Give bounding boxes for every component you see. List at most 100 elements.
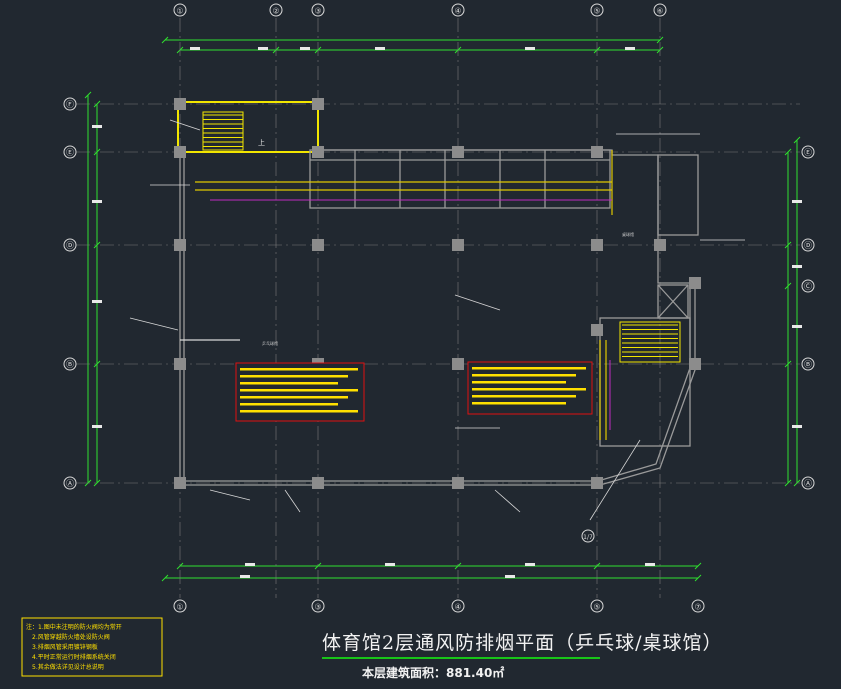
- note-text-line: [240, 396, 348, 399]
- axis-bubble-right: [801, 357, 815, 371]
- dimension-tick: [93, 360, 101, 368]
- axis-bubble-bottom: [691, 599, 705, 613]
- column: [312, 98, 324, 110]
- dimension-tick: [93, 100, 101, 108]
- note-text-line: [240, 375, 348, 378]
- axis-label-bottom: ⑤: [593, 603, 600, 612]
- dimension-text: [792, 325, 802, 328]
- column: [591, 239, 603, 251]
- dimension-text: [792, 265, 802, 268]
- dimension-tick: [793, 136, 801, 144]
- dimension-text: [300, 47, 310, 50]
- note-text-line: [240, 382, 338, 385]
- dimension-text: [245, 563, 255, 566]
- dimension-text: [375, 47, 385, 50]
- axis-bubble-left: [63, 238, 77, 252]
- note-text-line: [240, 389, 358, 392]
- floor-area: 本层建筑面积：881.40㎡: [362, 666, 505, 680]
- axis-label-top: ①: [176, 7, 183, 16]
- axis-label-top: ②: [272, 7, 279, 16]
- note-line-2: 2.风管穿越防火墙处设防火阀: [32, 633, 110, 641]
- duct-branches: [210, 199, 612, 430]
- column: [654, 239, 666, 251]
- axis-bubble-top: [311, 3, 325, 17]
- dimension-text: [792, 425, 802, 428]
- column: [174, 477, 186, 489]
- axis-label-left: Ⓑ: [66, 360, 74, 369]
- note-line-3: 3.排烟风管采用镀锌钢板: [32, 643, 98, 651]
- dimension-tick: [161, 574, 169, 582]
- column: [591, 146, 603, 158]
- dimension-text: [92, 200, 102, 203]
- note-text-line: [240, 410, 358, 413]
- dimension-text: [92, 125, 102, 128]
- column: [312, 146, 324, 158]
- column: [591, 324, 603, 336]
- column: [312, 239, 324, 251]
- note-text-line: [240, 403, 338, 406]
- dimension-tick: [161, 36, 169, 44]
- axis-label-bottom: ①: [176, 603, 183, 612]
- dimension-text: [645, 563, 655, 566]
- axis-label-top: ⑤: [593, 7, 600, 16]
- column: [591, 477, 603, 489]
- column: [174, 358, 186, 370]
- note-text-line: [472, 402, 566, 405]
- dimension-tick: [784, 360, 792, 368]
- dimension-tick: [656, 36, 664, 44]
- dimension-tick: [93, 479, 101, 487]
- column: [689, 277, 701, 289]
- axis-label-bottom: ③: [314, 603, 321, 612]
- axis-bubble-top: [451, 3, 465, 17]
- note-text-line: [472, 374, 576, 377]
- dimension-text: [385, 563, 395, 566]
- structural-columns: [174, 98, 701, 489]
- axis-label-left: Ⓓ: [66, 241, 74, 250]
- dimension-text: [505, 575, 515, 578]
- dimension-text: [92, 300, 102, 303]
- note-line-4: 4.平时正常运行时排烟系统关闭: [32, 653, 116, 661]
- column: [689, 358, 701, 370]
- note-text-line: [472, 367, 586, 370]
- column: [312, 477, 324, 489]
- axis-bubble-right: [801, 476, 815, 490]
- note-box-left: [235, 362, 365, 422]
- stairs: [202, 111, 681, 363]
- general-notes-box: 注：1.图中未注明的防火阀均为常开 2.风管穿越防火墙处设防火阀 3.排烟风管采…: [21, 617, 163, 677]
- dimension-tick: [84, 91, 92, 99]
- room-label-side: 桌球馆: [622, 231, 634, 237]
- axis-bubble-top: [590, 3, 604, 17]
- dimension-text: [525, 563, 535, 566]
- axis-label-top: ③: [314, 7, 321, 16]
- axis-label-extra: 1/7: [583, 534, 593, 541]
- axis-label-top: ④: [454, 7, 461, 16]
- note-line-1: 注：1.图中未注明的防火阀均为常开: [26, 623, 122, 631]
- dimension-text: [190, 47, 200, 50]
- axis-label-bottom: ④: [454, 603, 461, 612]
- dimension-tick: [784, 479, 792, 487]
- axis-bubble-right: [801, 279, 815, 293]
- column: [174, 146, 186, 158]
- column: [452, 358, 464, 370]
- column: [452, 477, 464, 489]
- axis-bubble-bottom: [590, 599, 604, 613]
- dimension-text: [92, 425, 102, 428]
- dimension-lines: [84, 36, 802, 582]
- dimension-tick: [784, 241, 792, 249]
- axis-bubble-top: [269, 3, 283, 17]
- axis-label-right: Ⓒ: [804, 282, 812, 291]
- axis-bubble-left: [63, 97, 77, 111]
- axis-bubble-left: [63, 476, 77, 490]
- axis-bubble-extra: [581, 529, 595, 543]
- column: [452, 239, 464, 251]
- axis-label-right: Ⓓ: [804, 241, 812, 250]
- building-outline: [177, 101, 699, 486]
- axis-bubble-top: [653, 3, 667, 17]
- note-text-line: [472, 388, 586, 391]
- dimension-text: [625, 47, 635, 50]
- axis-bubble-bottom: [311, 599, 325, 613]
- axis-bubble-bottom: [173, 599, 187, 613]
- title-underline: [322, 657, 600, 659]
- axis-bubble-bottom: [451, 599, 465, 613]
